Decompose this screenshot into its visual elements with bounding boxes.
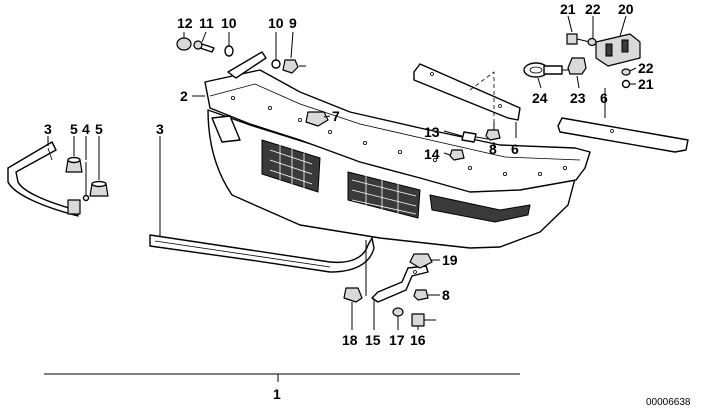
- callout-18: 18: [342, 332, 358, 348]
- lower-spoiler-strip: [149, 234, 375, 273]
- callouts: 12 11 10 10 9 21 22 20 22 21 24 23 6 2 7…: [44, 1, 654, 402]
- callout-22: 22: [585, 1, 601, 17]
- clip-18: [343, 287, 363, 303]
- callout-5: 5: [70, 121, 78, 137]
- center-grille: [347, 171, 421, 219]
- callout-8: 8: [489, 141, 497, 157]
- screw-13: [461, 131, 489, 143]
- callout-10: 10: [221, 15, 237, 31]
- washer-22a: [587, 37, 597, 47]
- callout-5: 5: [95, 121, 103, 137]
- bracket-upper-6: [413, 63, 521, 121]
- callout-8: 8: [442, 287, 450, 303]
- callout-21: 21: [560, 1, 576, 17]
- fastener-group-top: [176, 37, 306, 79]
- bumper-cover: [204, 69, 591, 249]
- nut-23: [562, 57, 587, 75]
- screw-16: [411, 313, 436, 327]
- washer-22b: [621, 68, 631, 76]
- bracket-lower-6: [557, 117, 689, 153]
- clip-19: [409, 253, 433, 269]
- callout-14: 14: [424, 146, 440, 162]
- tow-eye-24: [523, 62, 563, 78]
- callout-22: 22: [638, 60, 654, 76]
- callout-21: 21: [638, 76, 654, 92]
- callout-16: 16: [410, 332, 426, 348]
- callout-6: 6: [511, 141, 519, 157]
- callout-11: 11: [199, 15, 214, 31]
- callout-7: 7: [332, 108, 340, 124]
- callout-13: 13: [424, 124, 440, 140]
- diagram-reference-number: 00006638: [646, 397, 691, 408]
- callout-15: 15: [365, 332, 381, 348]
- bracket-15: [371, 265, 429, 303]
- clip-5a: [65, 156, 83, 173]
- callout-3: 3: [44, 121, 52, 137]
- callout-20: 20: [618, 1, 634, 17]
- screw-4: [82, 162, 90, 202]
- callout-23: 23: [570, 90, 586, 106]
- leader-lines: [47, 15, 637, 382]
- callout-12: 12: [177, 15, 193, 31]
- nut-14: [449, 149, 465, 161]
- washer-17: [392, 307, 404, 317]
- callout-6: 6: [600, 90, 608, 106]
- callout-24: 24: [532, 90, 548, 106]
- callout-17: 17: [389, 332, 405, 348]
- tow-holder-20: [595, 33, 641, 67]
- clip-5b: [89, 180, 109, 197]
- callout-19: 19: [442, 252, 458, 268]
- nut-8a: [485, 122, 501, 141]
- clip-7: [305, 111, 329, 127]
- callout-3: 3: [156, 121, 164, 137]
- callout-10: 10: [268, 15, 284, 31]
- nut-8b: [413, 289, 429, 301]
- callout-2: 2: [180, 88, 188, 104]
- callout-1: 1: [273, 386, 281, 402]
- callout-9: 9: [289, 15, 297, 31]
- left-side-trim: [7, 141, 81, 217]
- left-grille: [261, 139, 321, 193]
- callout-4: 4: [82, 121, 90, 137]
- bolt-21a: [566, 33, 591, 45]
- screw-21b: [621, 79, 631, 89]
